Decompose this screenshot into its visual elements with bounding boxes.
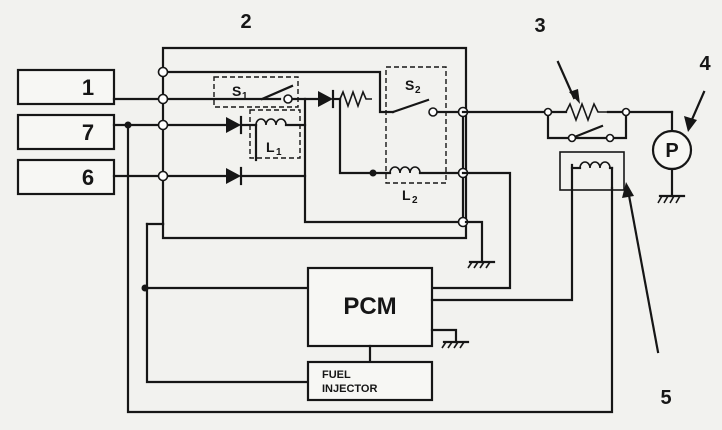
- input-box-7: [16, 113, 116, 151]
- node-left-3: [157, 119, 169, 131]
- callout-arrow-5: [626, 188, 660, 354]
- l2-label-sub: 2: [412, 195, 418, 206]
- diode-d1: [318, 91, 333, 107]
- s1-label: S: [232, 83, 241, 99]
- pump-relay-frame: [546, 110, 628, 140]
- wire-input-7-loop: [126, 123, 614, 414]
- pcm-label: PCM: [343, 293, 396, 320]
- node-left-2: [157, 93, 169, 105]
- resistor: [339, 89, 372, 109]
- s2-label-sub: 2: [415, 85, 421, 96]
- wire-s1-to-l1: [303, 97, 465, 224]
- fuel-injector-label-line1: FUEL: [322, 369, 351, 381]
- pump-relay-coil: [579, 161, 611, 169]
- l1-label: L: [266, 139, 275, 155]
- wire-l1-to-l2: [338, 97, 392, 175]
- pump-relay-blade: [570, 124, 604, 140]
- fuel-injector-box: [306, 360, 434, 402]
- s1-label-sub: 1: [242, 91, 248, 102]
- wire-pcm-to-relay: [430, 163, 574, 302]
- wire-l2-to-pcm: [430, 171, 512, 290]
- pump-relay-coil-box: [559, 151, 625, 191]
- input-label-1: 1: [82, 75, 94, 100]
- diode-d2: [226, 117, 241, 133]
- wire-injector-feed: [145, 222, 310, 384]
- l1-label-sub: 1: [276, 147, 282, 158]
- s2-label: S: [405, 77, 414, 93]
- relay-module-frame: [161, 46, 468, 240]
- fuel-injector-label-line2: INJECTOR: [322, 383, 377, 395]
- s1-dashed-box: [213, 76, 299, 108]
- l1-dashed-box: [249, 109, 301, 159]
- input-box-6: [16, 158, 116, 196]
- callout-4: 4: [699, 53, 711, 75]
- node-left-1: [157, 66, 169, 78]
- pcm-ground: [430, 328, 458, 344]
- node-left-4: [157, 170, 169, 182]
- coil-l1: [255, 118, 287, 126]
- s2-switch-blade: [391, 98, 430, 114]
- fuel-pump-label: P: [665, 140, 678, 162]
- callout-3: 3: [534, 15, 545, 37]
- diode-d3: [226, 168, 241, 184]
- input-label-6: 6: [82, 165, 94, 190]
- wire-module-ground: [464, 220, 484, 264]
- callout-2: 2: [240, 11, 251, 33]
- s1-switch-blade: [260, 84, 294, 101]
- l2-label: L: [402, 187, 411, 203]
- callout-5: 5: [660, 387, 671, 409]
- coil-l2: [389, 166, 421, 174]
- input-label-7: 7: [82, 120, 94, 145]
- input-box-1: [16, 68, 116, 106]
- inertia-resistor: [565, 101, 608, 123]
